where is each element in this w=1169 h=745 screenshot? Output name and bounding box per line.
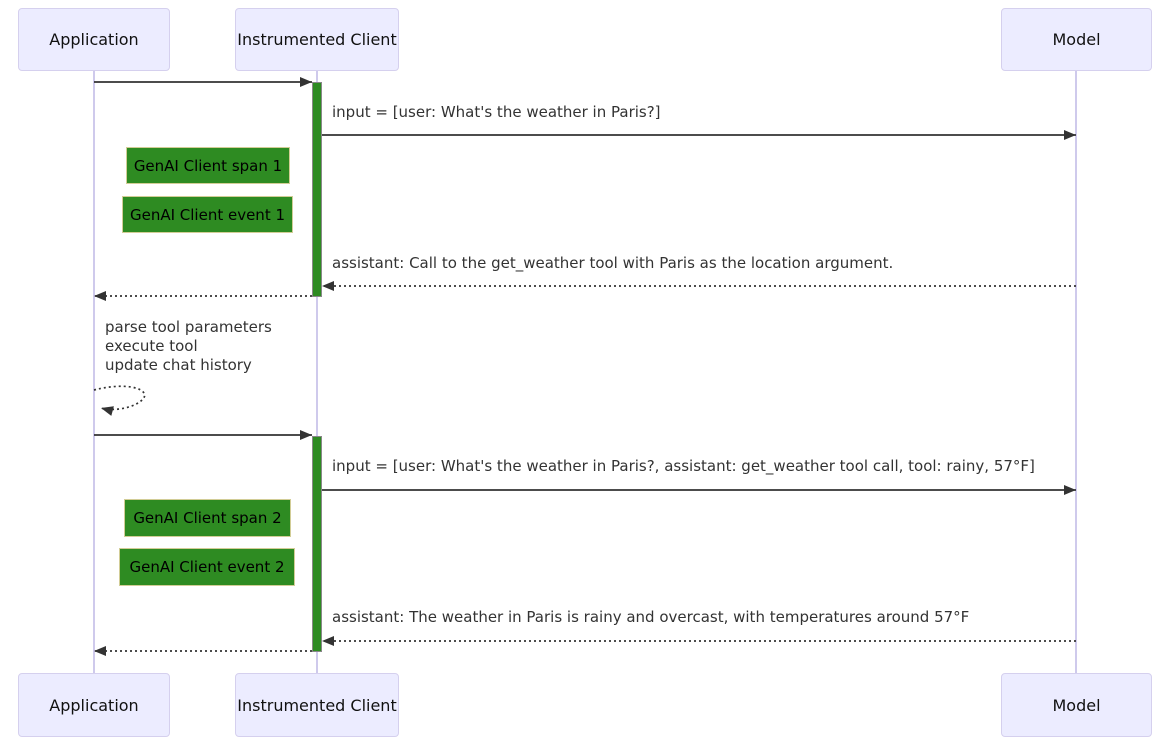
actor-bottom-application: Application xyxy=(18,673,170,737)
lifeline-instrumented-client xyxy=(316,71,318,673)
message-label-assistant-2: assistant: The weather in Paris is rainy… xyxy=(332,608,970,626)
note-genai-client-event-1: GenAI Client event 1 xyxy=(122,196,293,233)
self-message-text: parse tool parameters execute tool updat… xyxy=(105,318,272,375)
activation-bar-2 xyxy=(312,436,322,652)
self-message-line-3: update chat history xyxy=(105,356,252,374)
note-genai-client-span-1: GenAI Client span 1 xyxy=(126,147,290,184)
actor-bottom-model: Model xyxy=(1001,673,1152,737)
actor-top-instrumented-client: Instrumented Client xyxy=(235,8,399,71)
note-genai-client-span-2: GenAI Client span 2 xyxy=(124,499,291,537)
lifeline-model xyxy=(1075,71,1077,673)
activation-bar-1 xyxy=(312,82,322,297)
self-message-line-1: parse tool parameters xyxy=(105,318,272,336)
self-message-line-2: execute tool xyxy=(105,337,198,355)
actor-top-application: Application xyxy=(18,8,170,71)
actor-bottom-instrumented-client: Instrumented Client xyxy=(235,673,399,737)
message-label-input-2: input = [user: What's the weather in Par… xyxy=(332,457,1035,475)
message-label-assistant-1: assistant: Call to the get_weather tool … xyxy=(332,254,894,272)
actor-top-model: Model xyxy=(1001,8,1152,71)
note-genai-client-event-2: GenAI Client event 2 xyxy=(119,548,295,586)
self-loop-arrow xyxy=(93,385,146,416)
lifeline-application xyxy=(93,71,95,673)
message-label-input-1: input = [user: What's the weather in Par… xyxy=(332,103,661,121)
